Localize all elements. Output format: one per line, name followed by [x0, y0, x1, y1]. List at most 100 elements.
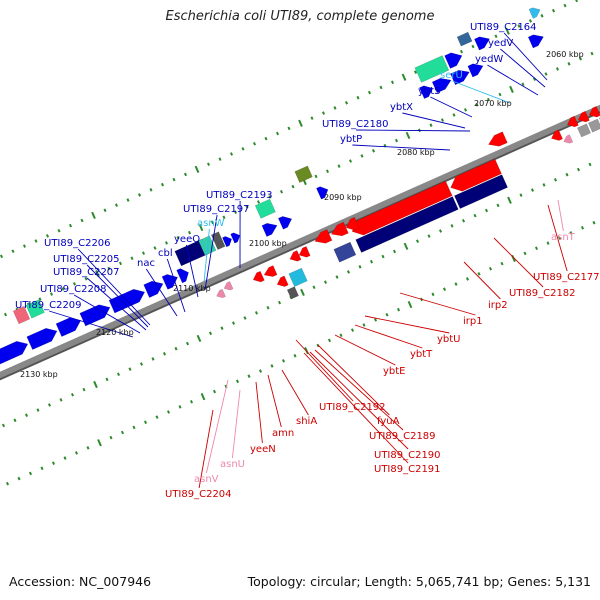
tick-minor [28, 471, 33, 476]
forward-label-leader [500, 48, 546, 88]
tick-minor [534, 246, 539, 251]
tick-minor [275, 131, 280, 136]
tick-minor [346, 270, 351, 274]
tick-minor [392, 249, 397, 254]
tick-major [194, 165, 200, 173]
tick-minor [576, 167, 581, 172]
forward-gene-label: yedV [488, 38, 513, 49]
tick-minor [523, 251, 527, 256]
trna-forward-marker [528, 7, 541, 19]
forward-label-leader [203, 228, 210, 283]
reverse-gene-label: UTI89_C2182 [509, 288, 576, 299]
tick-minor [580, 226, 585, 230]
tick-minor [429, 123, 433, 127]
reverse-gene-label: asnT [551, 232, 576, 243]
tick-minor [185, 341, 190, 346]
tick-minor [494, 34, 498, 39]
tick-minor [465, 277, 470, 281]
tick-minor [166, 410, 171, 414]
forward-label-leader [503, 32, 548, 81]
tick-minor [323, 280, 328, 284]
tick-minor [461, 218, 466, 223]
tick-minor [270, 364, 274, 368]
forward-gene-label: UTI89_C2206 [44, 238, 111, 249]
reverse-label-leader [295, 339, 354, 402]
tick-minor [51, 461, 56, 465]
tick-minor [486, 97, 491, 102]
tick-major [405, 131, 411, 140]
tick-minor [371, 149, 376, 153]
tick-minor [551, 8, 556, 13]
reverse-gene-arrow [276, 275, 289, 287]
tick-minor [114, 203, 119, 207]
tick-minor [212, 389, 217, 394]
forward-gene-arrow [474, 36, 490, 51]
kbp-ruler-label: 2100 kbp [249, 239, 287, 248]
forward-label-leader [487, 64, 539, 96]
forward-gene-label: UTI89_C2193 [206, 190, 273, 201]
reverse-gene-arrow [551, 129, 563, 141]
forward-label-leader [73, 294, 141, 334]
tick-minor [245, 205, 249, 209]
reverse-gene-block-grey [577, 123, 591, 138]
tick-minor [130, 256, 134, 261]
reverse-gene-arrow [488, 131, 508, 147]
reverse-operon-block [454, 174, 508, 209]
tick-minor [268, 195, 272, 199]
tick-minor [82, 387, 86, 392]
tick-minor [459, 49, 464, 54]
tick-major [298, 119, 303, 127]
forward-gene-block-steel [456, 31, 473, 47]
tick-minor [567, 62, 571, 66]
tick-minor [484, 208, 489, 213]
tick-minor [348, 159, 353, 163]
accession-text: Accession: NC_007946 [9, 574, 152, 589]
tick-minor [68, 223, 73, 228]
reverse-label-leader [198, 409, 214, 489]
forward-gene-block-green [254, 198, 276, 219]
reverse-gene-block-grey [286, 286, 299, 300]
tick-minor [210, 220, 215, 225]
reverse-gene-label: asnV [194, 474, 219, 485]
tick-minor [553, 178, 558, 182]
reverse-gene-arrow [566, 115, 579, 128]
reverse-gene-label: ybtE [383, 366, 406, 377]
tick-minor [396, 307, 401, 312]
tick-minor [59, 398, 63, 402]
tick-minor [356, 95, 360, 100]
kbp-ruler-label: 2080 kbp [397, 148, 435, 157]
forward-gene-label: cbl [158, 248, 173, 259]
reverse-gene-label: UTI89_C2192 [319, 402, 386, 413]
tick-minor [189, 400, 194, 404]
tick-minor [496, 203, 500, 208]
tick-minor [314, 174, 318, 179]
reverse-gene-label: yeeN [250, 444, 276, 455]
tick-minor [427, 234, 431, 238]
tick-major [505, 27, 510, 35]
reverse-gene-label: ybtU [437, 334, 461, 345]
tick-layer [0, 0, 600, 486]
tick-minor [431, 292, 435, 297]
tick-minor [266, 305, 270, 310]
map-title: Escherichia coli UTI89, complete genome [165, 9, 435, 24]
tick-minor [149, 188, 153, 192]
kbp-ruler-label: 2110 kbp [173, 284, 211, 293]
trna-reverse-marker [216, 288, 226, 299]
tick-minor [63, 456, 67, 460]
reverse-gene-arrow [263, 265, 278, 277]
tick-major [509, 85, 514, 93]
tick-minor [220, 326, 224, 330]
tick-minor [72, 282, 77, 286]
reverse-gene-label: UTI89_C2177 [533, 272, 600, 283]
reverse-label-leader [309, 351, 409, 450]
forward-gene-arrow [55, 317, 82, 337]
forward-gene-label: UTI89_C2197 [183, 204, 250, 215]
reverse-gene-block-cyan [288, 267, 308, 287]
tick-minor [160, 182, 165, 187]
reverse-gene-label: ybtT [410, 349, 433, 360]
backbone-line [0, 104, 600, 379]
reverse-label-leader [205, 379, 229, 474]
forward-label-leader [86, 264, 149, 328]
